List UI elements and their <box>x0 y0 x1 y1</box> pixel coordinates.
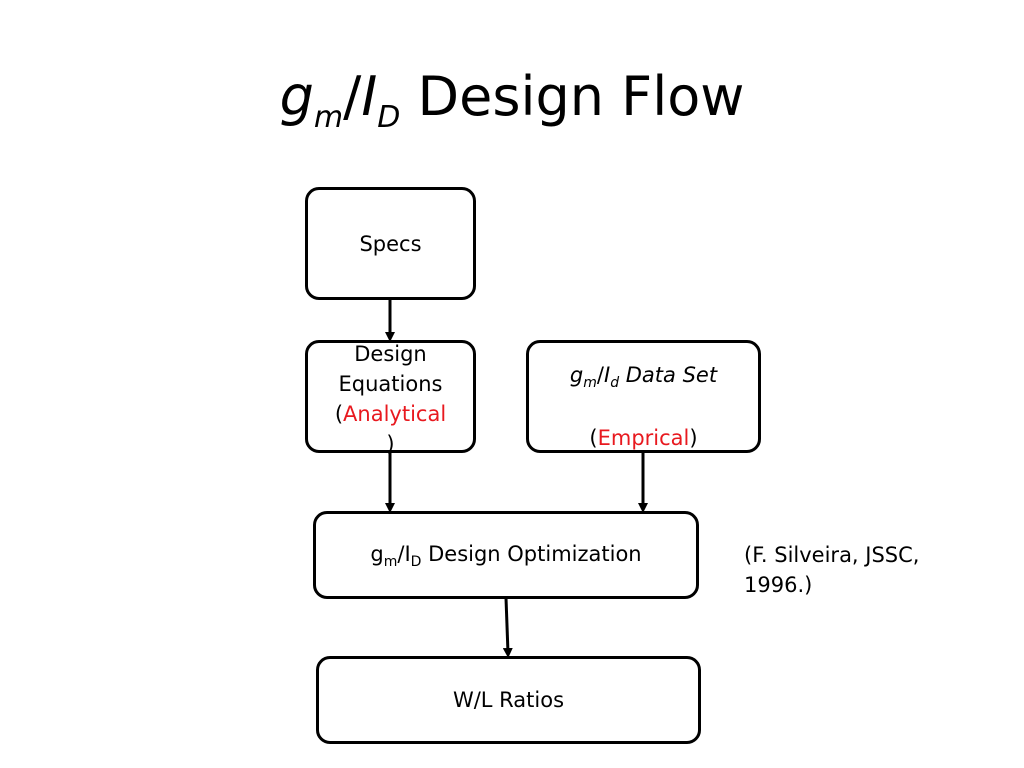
analytical-close-paren: ) <box>386 432 395 456</box>
emprical-close-paren: ) <box>689 426 698 450</box>
data-set-box: gm/Id Data Set (Emprical) <box>526 340 761 453</box>
specs-label: Specs <box>359 231 422 256</box>
design-equations-line1: Design <box>354 342 427 366</box>
page-title: gm/ID Design Flow <box>0 62 1024 141</box>
citation-line1: (F. Silveira, JSSC, <box>744 543 920 567</box>
design-equations-line2: Equations <box>338 372 443 396</box>
title-g: g <box>279 65 314 128</box>
arrow-optimization-to-wl <box>502 597 513 658</box>
wl-ratios-box: W/L Ratios <box>316 656 701 744</box>
title-d: D <box>377 100 401 135</box>
title-i: I <box>361 65 378 128</box>
data-set-i: I <box>603 363 611 387</box>
title-rest: Design Flow <box>400 65 745 128</box>
data-set-slash: / <box>596 363 604 387</box>
analytical-label: Analytical <box>343 402 447 426</box>
opt-g: g <box>370 541 384 566</box>
analytical-open-paren: ( <box>334 402 344 426</box>
wl-ratios-label: W/L Ratios <box>452 688 565 712</box>
opt-m: m <box>383 553 398 570</box>
data-set-g: g <box>569 363 584 387</box>
design-optimization-box: gm/ID Design Optimization <box>313 511 699 599</box>
emprical-label: Emprical <box>597 426 690 450</box>
data-set-m: m <box>583 375 597 391</box>
data-set-title: gm/Id Data Set <box>529 360 758 393</box>
opt-slash: / <box>397 541 405 566</box>
opt-rest: Design Optimization <box>421 541 642 566</box>
citation-line2: 1996.) <box>744 573 813 597</box>
data-set-rest: Data Set <box>619 363 718 387</box>
design-optimization-label: gm/ID Design Optimization <box>370 539 641 572</box>
emprical-open-paren: ( <box>589 426 598 450</box>
opt-i: I <box>404 541 411 566</box>
design-equations-box: Design Equations (Analytical ) <box>305 340 476 456</box>
data-set-d: d <box>610 375 620 391</box>
title-slash: / <box>343 65 362 128</box>
opt-d: D <box>410 553 422 570</box>
specs-box: Specs <box>305 187 476 300</box>
title-m: m <box>313 100 344 135</box>
citation: (F. Silveira, JSSC, 1996.) <box>744 540 984 600</box>
